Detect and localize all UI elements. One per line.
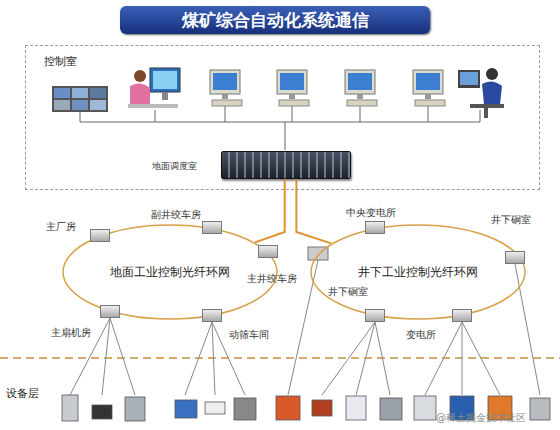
fiber-link	[255, 179, 285, 242]
ring-ellipse	[311, 225, 525, 319]
location-label: 地面调度室	[152, 160, 197, 172]
location-label: 主扇机房	[51, 327, 91, 339]
layer-label: 设备层	[6, 388, 39, 400]
watermark: @稀土掘金技术社区	[436, 412, 526, 424]
location-label: 井下硐室	[491, 214, 531, 226]
ring-switch: 主井绞车房	[258, 245, 278, 258]
room-name: 控制室	[44, 56, 77, 68]
room-boundary: 控制室地面调度室	[25, 45, 540, 190]
location-label: 井下硐室	[328, 286, 368, 298]
ring-switch: 主扇机房	[100, 305, 120, 318]
ring-switch: 变电所	[452, 309, 472, 322]
ring-ellipse	[63, 225, 277, 319]
ring-switch: 井下硐室	[365, 309, 385, 322]
ring-switch: 井下硐室	[505, 251, 525, 264]
ring-name: 井下工业控制光纤环网	[358, 264, 478, 281]
location-label: 主井绞车房	[247, 273, 297, 285]
dispatch-switch: 地面调度室	[221, 151, 351, 179]
location-label: 变电所	[406, 329, 436, 341]
location-label: 动筛车间	[229, 329, 269, 341]
ring-switch: 动筛车间	[202, 309, 222, 322]
ring-name: 地面工业控制光纤环网	[110, 264, 230, 281]
ring-switch: 主厂房	[90, 229, 110, 242]
location-label: 副井绞车房	[151, 209, 201, 221]
diagram-title: 煤矿综合自动化系统通信	[120, 6, 430, 34]
location-label: 中央变电所	[346, 207, 396, 219]
fiber-ring: 井下工业控制光纤环网	[310, 224, 526, 320]
fiber-link	[296, 179, 331, 243]
ring-switch: 中央变电所	[365, 221, 385, 234]
location-label: 主厂房	[46, 221, 76, 233]
ring-switch: 副井绞车房	[202, 221, 222, 234]
